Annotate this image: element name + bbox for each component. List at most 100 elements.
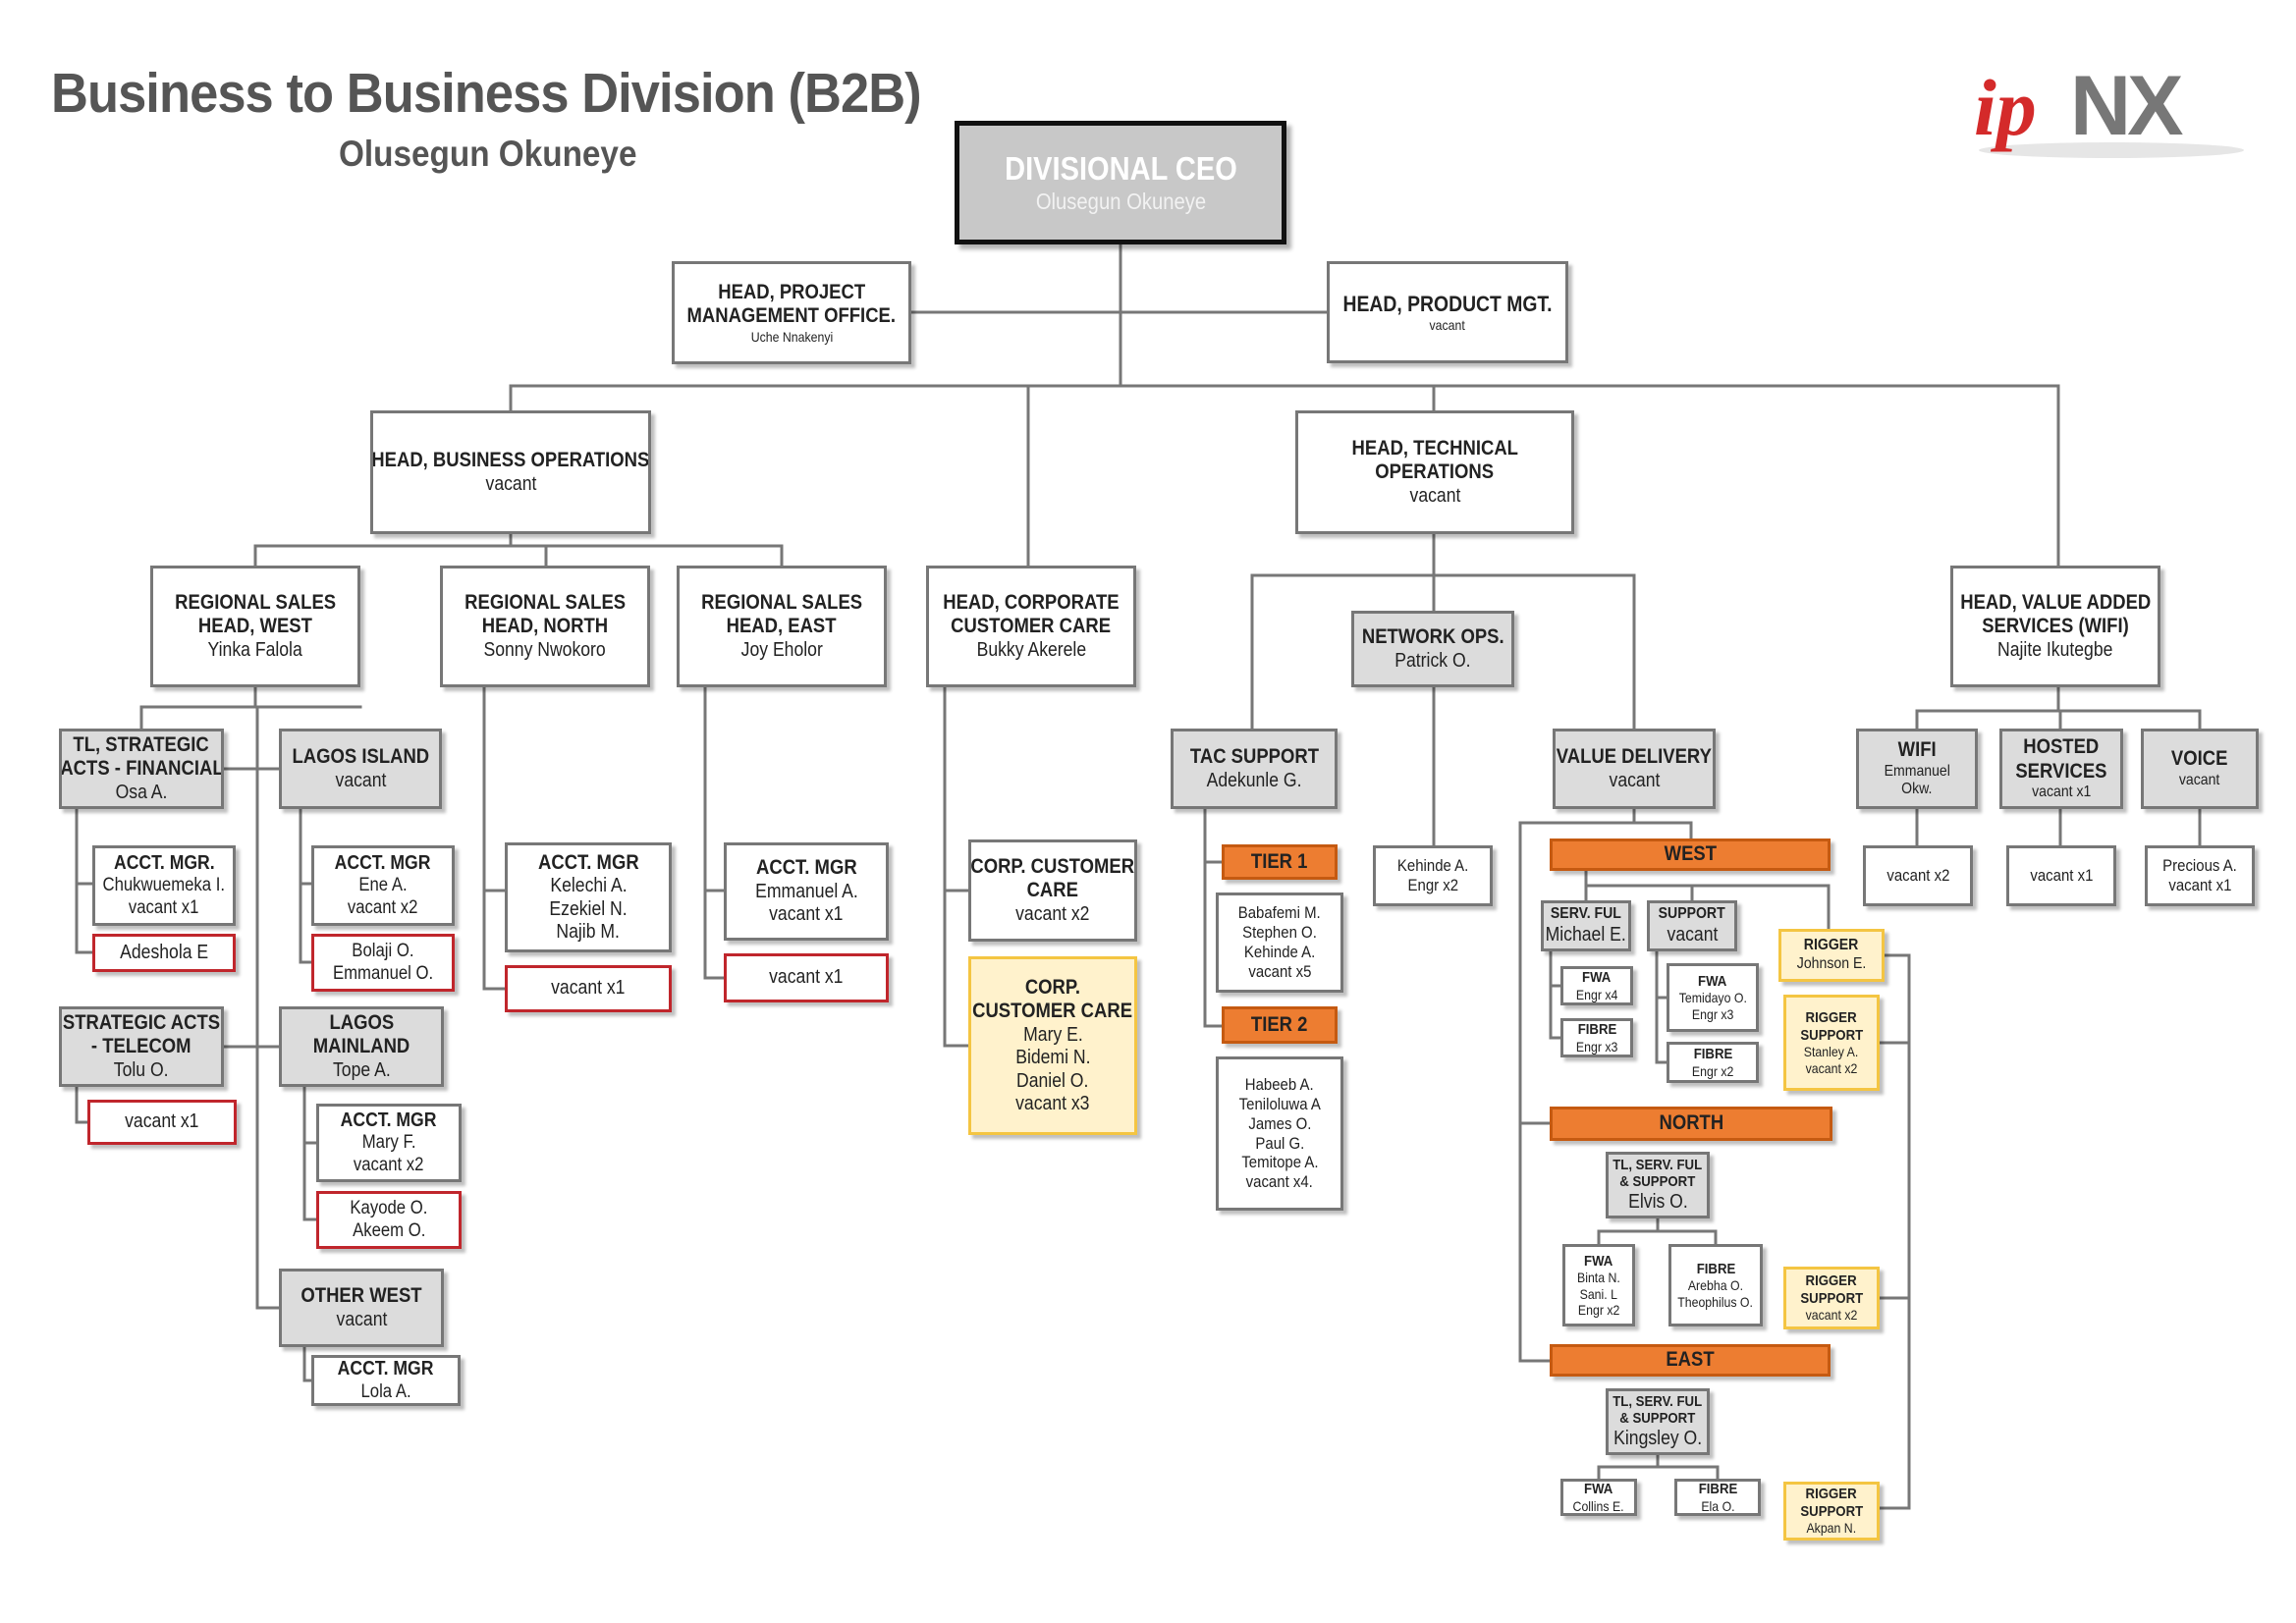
box-name-line: Najib M. xyxy=(556,920,621,943)
box-title-line: REGIONAL SALES xyxy=(175,590,336,614)
box-title-line: OPERATIONS xyxy=(1375,460,1495,484)
financial-new-hire-box: Adeshola E xyxy=(92,934,236,972)
box-title-line: TIER 1 xyxy=(1251,849,1308,873)
box-name-line: Emmanuel xyxy=(1884,762,1950,780)
box-title-line: SUPPORT xyxy=(1800,1289,1863,1307)
box-name-line: vacant x2 xyxy=(1886,866,1950,886)
box-title-line: & SUPPORT xyxy=(1619,1173,1696,1191)
mainland-new-hire-box: Kayode O.Akeem O. xyxy=(316,1191,462,1249)
box-title-line: VOICE xyxy=(2171,747,2228,771)
network-ops-box: NETWORK OPS.Patrick O. xyxy=(1351,611,1514,687)
box-title-line: RIGGER xyxy=(1805,1272,1858,1290)
box-name-line: Sani. L xyxy=(1579,1285,1618,1302)
box-name-line: Okw. xyxy=(1901,781,1933,798)
box-title-line: SUPPORT xyxy=(1800,1502,1863,1520)
box-name-line: Temitope A. xyxy=(1240,1153,1319,1172)
box-title-line: STRATEGIC ACTS xyxy=(62,1010,221,1034)
box-title-line: RIGGER xyxy=(1805,1009,1858,1027)
box-title-line: ACCT. MGR xyxy=(341,1109,437,1132)
box-name-line: Theophilus O. xyxy=(1677,1293,1754,1310)
box-name-line: vacant x2 xyxy=(348,896,418,918)
box-name-line: Tolu O. xyxy=(114,1058,169,1081)
box-title-line: NORTH xyxy=(1659,1111,1723,1135)
box-name-line: Stephen O. xyxy=(1242,923,1317,943)
box-name-line: Uche Nnakenyi xyxy=(750,328,833,345)
tier-2-header: TIER 2 xyxy=(1222,1006,1338,1044)
box-name-line: Stanley A. xyxy=(1804,1044,1859,1060)
box-name-line: vacant x1 xyxy=(769,966,844,989)
box-name-line: Akpan N. xyxy=(1806,1520,1857,1537)
box-title-line: RIGGER xyxy=(1805,1486,1858,1503)
box-name-line: Daniel O. xyxy=(1016,1069,1089,1092)
box-name-line: Engr x2 xyxy=(1691,1062,1734,1079)
network-ops-engineers-box: Kehinde A.Engr x2 xyxy=(1373,845,1493,906)
box-name-line: Lola A. xyxy=(360,1380,411,1402)
box-name-line: Olusegun Okuneye xyxy=(1035,188,1206,214)
box-title-line: HEAD, EAST xyxy=(727,615,837,638)
box-title-line: FIBRE xyxy=(1696,1260,1735,1277)
acct-mgr-financial-box: ACCT. MGR.Chukwuemeka I.vacant x1 xyxy=(92,845,236,926)
box-name-line: Michael E. xyxy=(1545,923,1627,946)
box-name-line: Adeshola E xyxy=(119,941,209,963)
box-title-line: CORP. CUSTOMER xyxy=(970,854,1135,878)
box-name-line: Ene A. xyxy=(358,875,408,896)
box-name-line: Engr x2 xyxy=(1407,876,1458,894)
box-name-line: Emmanuel A. xyxy=(754,880,858,902)
box-name-line: vacant x2 xyxy=(354,1154,424,1175)
box-title-line: MAINLAND xyxy=(312,1035,410,1058)
box-name-line: vacant xyxy=(336,1308,387,1330)
box-name-line: Engr x3 xyxy=(1575,1038,1618,1055)
box-title-line: ACTS - FINANCIAL xyxy=(59,757,224,781)
box-title-line: RIGGER xyxy=(1804,937,1859,954)
box-title-line: HOSTED xyxy=(2023,735,2100,759)
box-title-line: VALUE DELIVERY xyxy=(1556,745,1713,769)
box-title-line: HEAD, VALUE ADDED xyxy=(1959,590,2152,614)
box-name-line: Mary E. xyxy=(1022,1023,1083,1046)
box-title-line: ACCT. MGR xyxy=(755,856,857,880)
box-title-line: SUPPORT xyxy=(1800,1026,1863,1044)
box-name-line: Kehinde A. xyxy=(1396,856,1469,876)
logo-text: ip xyxy=(1974,63,2037,152)
box-title-line: SERV. FUL xyxy=(1551,904,1621,922)
page-subtitle: Olusegun Okuneye xyxy=(339,134,637,174)
box-name-line: vacant x4. xyxy=(1245,1172,1314,1192)
box-title-line: REGIONAL SALES xyxy=(701,590,862,614)
box-name-line: Ela O. xyxy=(1700,1497,1735,1514)
telecom-new-hire-box: vacant x1 xyxy=(87,1100,237,1145)
box-title-line: SERVICES xyxy=(2015,759,2107,783)
box-title-line: TL, SERV. FUL xyxy=(1613,1156,1703,1173)
box-name-line: Akeem O. xyxy=(352,1219,426,1241)
north-new-hire-box: vacant x1 xyxy=(505,965,672,1012)
box-title-line: FWA xyxy=(1582,969,1612,987)
box-title-line: WEST xyxy=(1664,842,1717,866)
box-title-line: ACCT. MGR xyxy=(335,852,431,875)
box-name-line: vacant xyxy=(2179,771,2220,788)
box-title-line: TIER 2 xyxy=(1251,1012,1308,1036)
box-title-line: CUSTOMER CARE xyxy=(951,615,1112,638)
box-name-line: Engr x4 xyxy=(1575,986,1618,1002)
box-name-line: Teniloluwa A xyxy=(1238,1094,1321,1113)
box-name-line: Habeeb A. xyxy=(1245,1074,1314,1094)
product-mgt-head-box: HEAD, PRODUCT MGT.vacant xyxy=(1327,261,1568,363)
